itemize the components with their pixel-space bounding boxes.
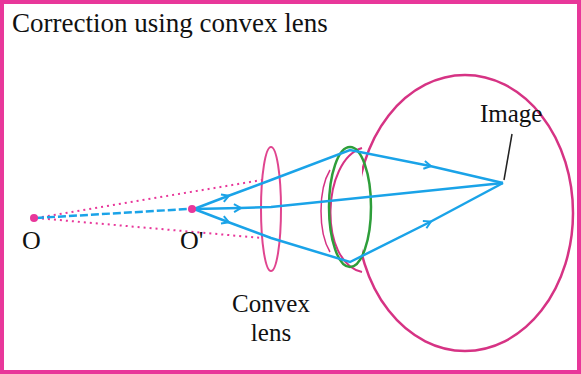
light-ray: [430, 166, 503, 183]
light-ray: [194, 196, 228, 209]
diagram-title: Correction using convex lens: [12, 8, 328, 39]
light-ray: [430, 183, 503, 222]
light-ray: [194, 208, 240, 209]
light-ray: [194, 209, 228, 222]
virtual-ray: [36, 180, 262, 218]
virtual-object-point: [188, 205, 196, 213]
light-ray: [228, 222, 430, 262]
eye-lens: [329, 147, 371, 267]
convex-lens: [261, 147, 281, 271]
leader-line: [504, 134, 512, 180]
point-label: O': [180, 226, 203, 256]
light-ray: [228, 150, 430, 196]
axis-ray: [36, 209, 188, 218]
image-label: Image: [480, 100, 542, 129]
object-point: [30, 214, 38, 222]
eyeball: [357, 75, 573, 351]
lens-label: Convex lens: [226, 290, 316, 348]
point-label: O: [22, 226, 41, 256]
